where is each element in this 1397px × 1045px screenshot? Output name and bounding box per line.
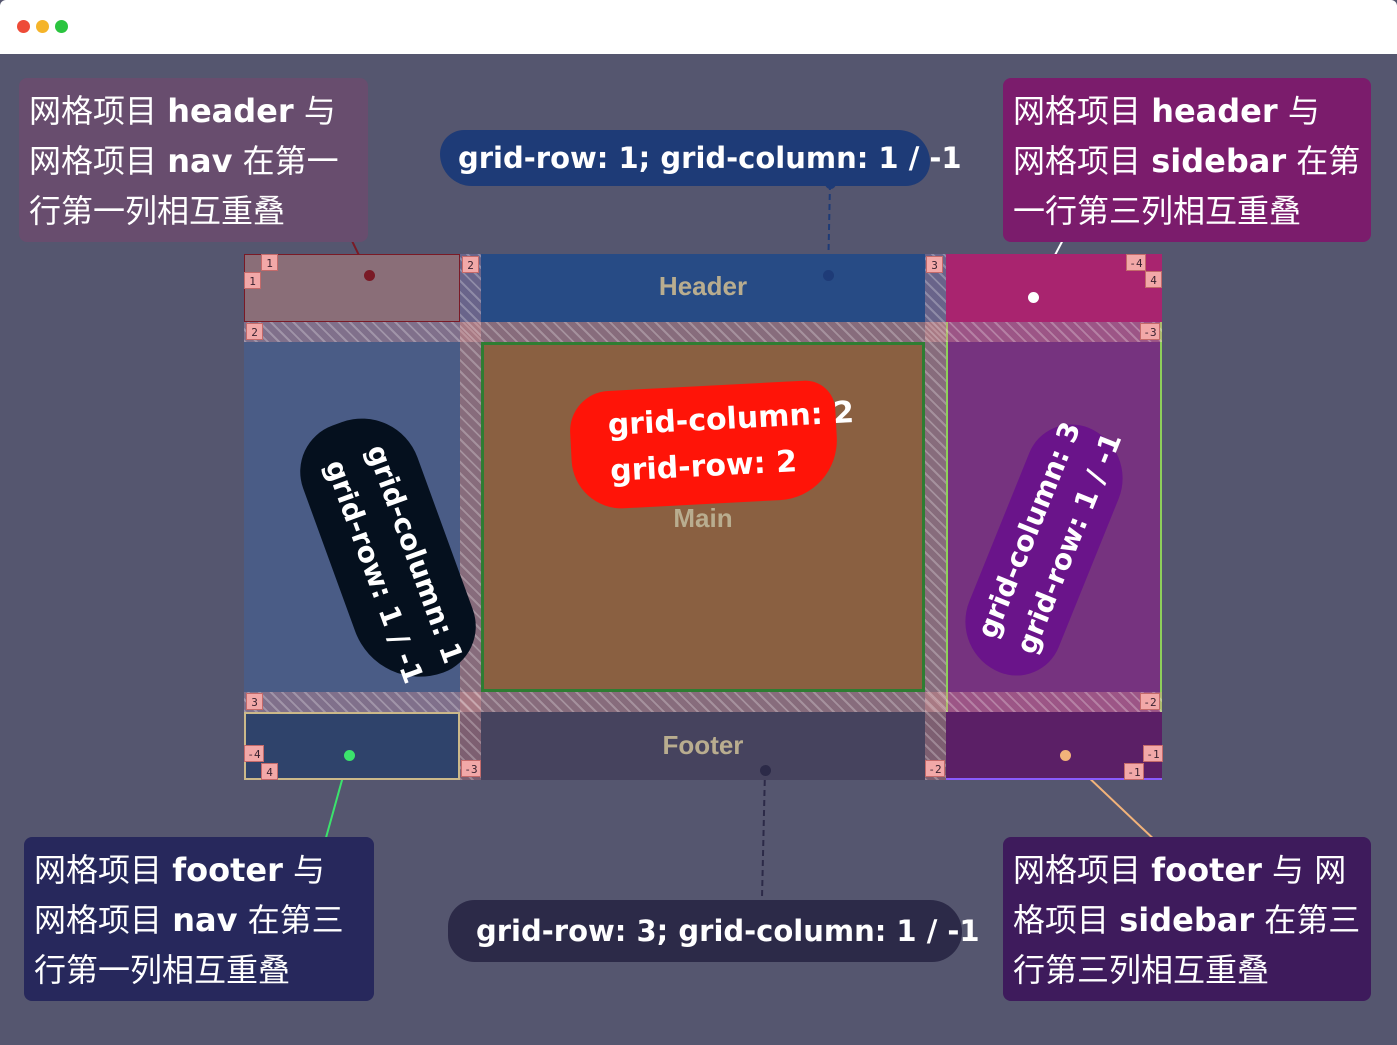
maximize-button[interactable] bbox=[55, 20, 68, 33]
line-number: -2 bbox=[925, 760, 945, 777]
line-number: 3 bbox=[926, 256, 943, 273]
row-gap-2 bbox=[244, 692, 1162, 712]
connector-dot bbox=[1060, 750, 1071, 761]
line-number: 2 bbox=[246, 323, 263, 340]
connector-dot bbox=[760, 765, 771, 776]
connector-dot bbox=[364, 270, 375, 281]
connector-dot bbox=[823, 270, 834, 281]
line-number: -3 bbox=[461, 760, 481, 777]
line-number: 3 bbox=[246, 693, 263, 710]
connector-dot bbox=[344, 750, 355, 761]
note-keyword: nav bbox=[172, 901, 238, 939]
code-callout-footer: grid-row: 3; grid-column: 1 / -1 bbox=[448, 900, 980, 962]
note-footer-sidebar-overlap: 网格项目 footer 与 网格项目 sidebar 在第三行第三列相互重叠 bbox=[1003, 837, 1371, 1001]
main-label: Main bbox=[673, 503, 733, 533]
note-keyword: sidebar bbox=[1151, 142, 1287, 180]
note-keyword: sidebar bbox=[1119, 901, 1255, 939]
line-number: -2 bbox=[1140, 693, 1160, 710]
note-text: 网格项目 bbox=[1013, 851, 1152, 889]
note-text: 网格项目 bbox=[29, 92, 168, 130]
note-text: 与网格项目 bbox=[29, 92, 336, 180]
line-number: -1 bbox=[1124, 763, 1144, 780]
note-keyword: footer bbox=[172, 851, 283, 889]
note-header-sidebar-overlap: 网格项目 header 与 网格项目 sidebar 在第一行第三列相互重叠 bbox=[1003, 78, 1371, 242]
note-text: 与 网格项目 bbox=[1013, 851, 1347, 939]
note-text: 在第三行第一列相互重叠 bbox=[34, 901, 344, 989]
note-text: 网格项目 bbox=[34, 851, 173, 889]
line-number: -4 bbox=[244, 745, 264, 762]
line-number: 1 bbox=[244, 272, 261, 289]
column-gap-1 bbox=[460, 254, 481, 780]
line-number: -4 bbox=[1126, 254, 1146, 271]
note-text: 在第三行第三列相互重叠 bbox=[1013, 901, 1361, 989]
note-keyword: nav bbox=[167, 142, 233, 180]
header-label: Header bbox=[658, 271, 748, 301]
note-text: 网格项目 bbox=[1013, 92, 1152, 130]
line-number: 2 bbox=[462, 256, 479, 273]
code-callout-main: grid-column: 2 grid-row: 2 bbox=[568, 379, 855, 511]
row-gap-1 bbox=[244, 322, 1162, 342]
note-keyword: header bbox=[1151, 92, 1278, 130]
header-area: Header bbox=[460, 254, 946, 322]
note-footer-nav-overlap: 网格项目 footer 与 网格项目 nav 在第三行第一列相互重叠 bbox=[24, 837, 374, 1001]
line-number: 1 bbox=[261, 254, 278, 271]
line-number: -1 bbox=[1143, 745, 1163, 762]
note-text: 在第一行第一列相互重叠 bbox=[29, 142, 339, 230]
window-titlebar bbox=[0, 0, 1397, 54]
line-number: 4 bbox=[261, 763, 278, 780]
footer-nav-overlap bbox=[244, 712, 460, 780]
note-keyword: footer bbox=[1151, 851, 1262, 889]
footer-area: Footer bbox=[460, 712, 946, 780]
line-number: -3 bbox=[1140, 323, 1160, 340]
connector-dot bbox=[1028, 292, 1039, 303]
note-keyword: header bbox=[167, 92, 294, 130]
column-gap-2 bbox=[925, 254, 946, 780]
note-text: 与 网格项目 bbox=[34, 851, 326, 939]
close-button[interactable] bbox=[17, 20, 30, 33]
line-number: 4 bbox=[1145, 271, 1162, 288]
note-text: 在第一行第三列相互重叠 bbox=[1013, 142, 1361, 230]
footer-label: Footer bbox=[662, 730, 744, 760]
note-text: 与 网格项目 bbox=[1013, 92, 1320, 180]
code-callout-header: grid-row: 1; grid-column: 1 / -1 bbox=[440, 130, 962, 186]
note-header-nav-overlap: 网格项目 header 与网格项目 nav 在第一行第一列相互重叠 bbox=[19, 78, 368, 242]
minimize-button[interactable] bbox=[36, 20, 49, 33]
